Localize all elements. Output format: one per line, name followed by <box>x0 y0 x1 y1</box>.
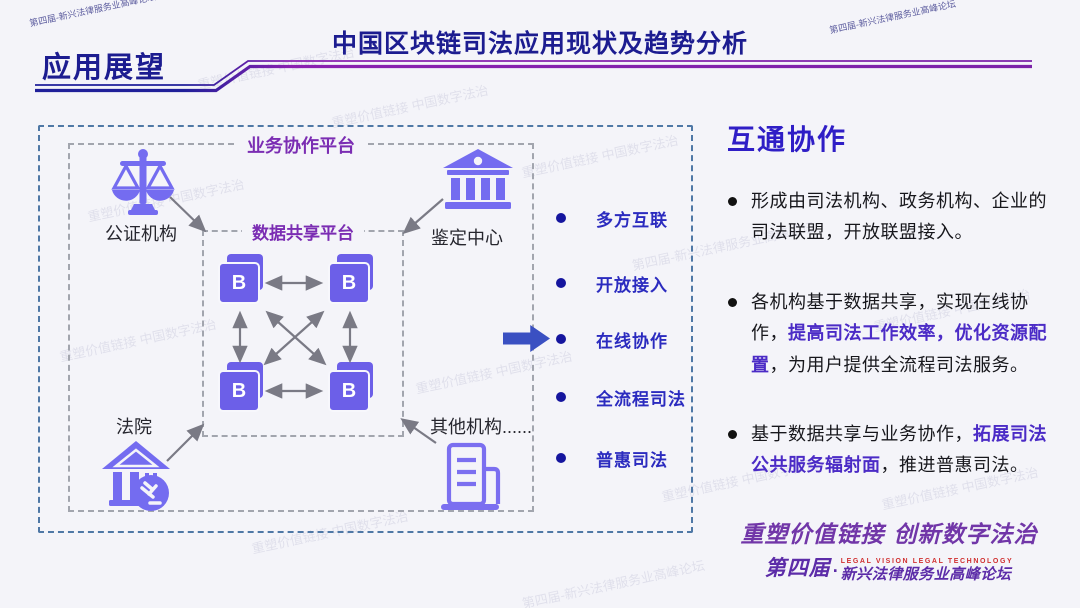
bank-building-icon <box>443 149 513 209</box>
watermark: 重塑价值链接 中国数字法治 <box>330 82 490 131</box>
panel-paragraph: 各机构基于数据共享，实现在线协作，提高司法工作效率，优化资源配置，为用户提供全流… <box>726 287 1064 381</box>
bullet-dot-icon <box>728 430 737 439</box>
scales-of-justice-icon <box>111 149 175 215</box>
data-sharing-platform-box: 数据共享平台 <box>202 219 404 437</box>
forum-logo: 重塑价值链接 创新数字法治 第四届 · LEGAL VISION LEGAL T… <box>724 515 1054 582</box>
forum-slogan: 重塑价值链接 创新数字法治 <box>740 521 1038 548</box>
court-building-with-gavel-icon <box>102 441 170 511</box>
feature-item: 开放接入 <box>556 271 668 295</box>
blockchain-block: B <box>218 362 265 412</box>
forum-edition: 第四届 <box>764 557 831 580</box>
appraisal-center-label: 鉴定中心 <box>431 228 503 248</box>
court-label: 法院 <box>116 417 152 437</box>
blockchain-block: B <box>328 254 375 304</box>
notary-label: 公证机构 <box>105 224 177 244</box>
forum-english-tagline: LEGAL VISION LEGAL TECHNOLOGY <box>840 558 1014 565</box>
bullet-dot-icon <box>556 453 566 463</box>
bullet-dot-icon <box>728 298 737 307</box>
panel-paragraph: 基于数据共享与业务协作，拓展司法公共服务辐射面，推进普惠司法。 <box>726 419 1064 482</box>
feature-item: 普惠司法 <box>556 446 668 470</box>
bullet-dot-icon <box>556 278 566 288</box>
page-title: 中国区块链司法应用现状及趋势分析 <box>331 30 748 58</box>
panel-paragraph: 形成由司法机构、政务机构、企业的司法联盟，开放联盟接入。 <box>726 186 1064 249</box>
business-platform-label: 业务协作平台 <box>237 132 365 158</box>
forum-separator: · <box>832 561 839 581</box>
panel-title: 互通协作 <box>727 124 848 155</box>
office-building-icon <box>441 442 501 510</box>
bullet-dot-icon <box>556 392 566 402</box>
bullet-dot-icon <box>556 334 566 344</box>
bullet-dot-icon <box>556 213 566 223</box>
other-institutions-label: 其他机构...... <box>430 417 533 437</box>
feature-item: 在线协作 <box>556 327 668 351</box>
diagram-outer-frame <box>38 125 693 533</box>
feature-item: 全流程司法 <box>556 385 686 409</box>
watermark: 第四届-新兴法律服务业高峰论坛 <box>520 557 707 608</box>
data-platform-label: 数据共享平台 <box>242 219 364 244</box>
bullet-dot-icon <box>728 197 737 206</box>
blockchain-block: B <box>218 254 265 304</box>
forum-name: 新兴法律服务业高峰论坛 <box>840 566 1012 583</box>
blockchain-block: B <box>328 362 375 412</box>
feature-item: 多方互联 <box>556 206 668 230</box>
